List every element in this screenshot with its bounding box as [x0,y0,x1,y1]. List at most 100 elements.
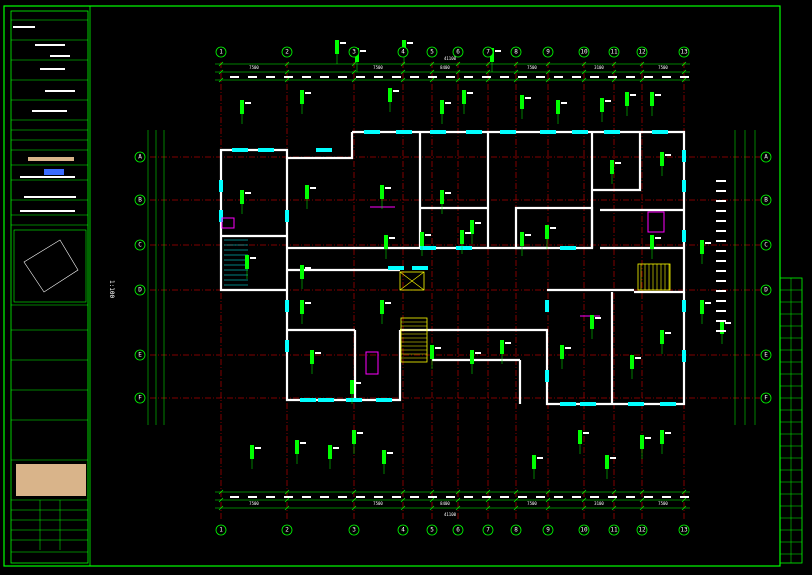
axis-bubble-label: 11 [610,49,618,56]
room-tags [240,40,731,479]
dimension-tick [485,61,491,67]
dimension-tick [351,61,357,67]
level-annotation [716,320,726,322]
dimension-tick [545,77,551,83]
axis-bubble [760,349,772,361]
axis-bubble-label: A [138,154,142,161]
dimension-tick [545,497,551,503]
window [412,266,428,270]
dimension-tick [351,497,357,503]
axis-bubble [760,194,772,206]
room-tag-text [655,237,661,239]
dimension-value [482,76,491,78]
axis-bubble-label: F [138,395,142,402]
dimension-tick [581,61,587,67]
dimension-tick [611,61,617,67]
elevator [399,271,425,291]
dimension-tick [284,69,290,75]
dimension-value [410,496,419,498]
dimension-tick [513,69,519,75]
axis-bubble-label: B [138,197,142,204]
room-tag [700,300,704,314]
window [456,246,472,250]
room-tag [720,320,724,334]
dimension-tick [455,69,461,75]
room-tag [305,185,309,199]
window [285,300,289,312]
scale-label: 1:100 [108,280,115,298]
window [682,180,686,192]
dimension-tick [400,489,406,495]
dimension-tick [639,489,645,495]
axis-bubble [542,524,554,536]
dimension-tick [455,505,461,511]
dimension-tick [513,505,519,511]
dimension-value [500,496,509,498]
room-tag [350,380,354,394]
level-annotation [716,310,726,312]
dimension-value [626,76,635,78]
axis-bubble-label: D [138,287,142,294]
dimension-tick [681,77,687,83]
room-tag [420,232,424,246]
dimension-tick [455,489,461,495]
axis-bubble-label: 5 [430,49,434,56]
level-annotation [716,330,726,332]
dimension-tick [639,77,645,83]
dimension-value [446,496,455,498]
building-walls [219,130,686,406]
dimension-value [356,76,365,78]
dimension-span-label: 7500 [249,501,259,506]
window [316,148,332,152]
axis-bubble-label: B [764,197,768,204]
title-block-text-line [13,26,35,28]
dimension-value [302,496,311,498]
dimension-value [518,76,527,78]
wall-segment [285,158,355,402]
level-annotation [716,200,726,202]
dimension-tick [639,497,645,503]
dimension-span-label: 7500 [249,65,259,70]
room-tag [520,232,524,246]
wall-segment [592,132,642,192]
room-tag [335,40,339,54]
level-annotation [716,220,726,222]
dimension-value [500,76,509,78]
axis-bubble-label: 2 [285,49,289,56]
dimension-tick [429,489,435,495]
dimension-tick [429,69,435,75]
dimension-span-label: 8400 [440,501,450,506]
dimension-value [266,76,275,78]
room-tag-text [245,192,251,194]
dimension-tick [681,69,687,75]
title-block-text-line [20,210,75,212]
dim-total-bottom: 41100 [444,512,457,517]
dimension-tick [400,77,406,83]
axis-bubble [134,194,146,206]
dimension-tick [218,505,224,511]
axis-bubble-label: 11 [610,527,618,534]
wall-segment [355,330,402,402]
window [560,246,576,250]
level-annotation [716,180,726,182]
axis-bubble [678,46,690,58]
room-tag [382,450,386,464]
title-block-stamp [16,464,86,496]
room-tag [384,235,388,249]
axis-bubble [426,524,438,536]
title-block-right [779,277,803,564]
wall-segment [219,132,354,292]
dimension-tick [639,61,645,67]
room-tag [660,330,664,344]
axis-bubble-label: D [764,287,768,294]
room-tag-text [445,102,451,104]
dimension-value [374,496,383,498]
dimension-value [608,76,617,78]
axis-bubble-label: F [764,395,768,402]
axis-bubble [134,392,146,404]
dim-total-top: 41100 [444,56,457,61]
axis-bubble-label: 3 [352,49,356,56]
axis-bubble [134,349,146,361]
title-block-text-line [20,176,75,178]
